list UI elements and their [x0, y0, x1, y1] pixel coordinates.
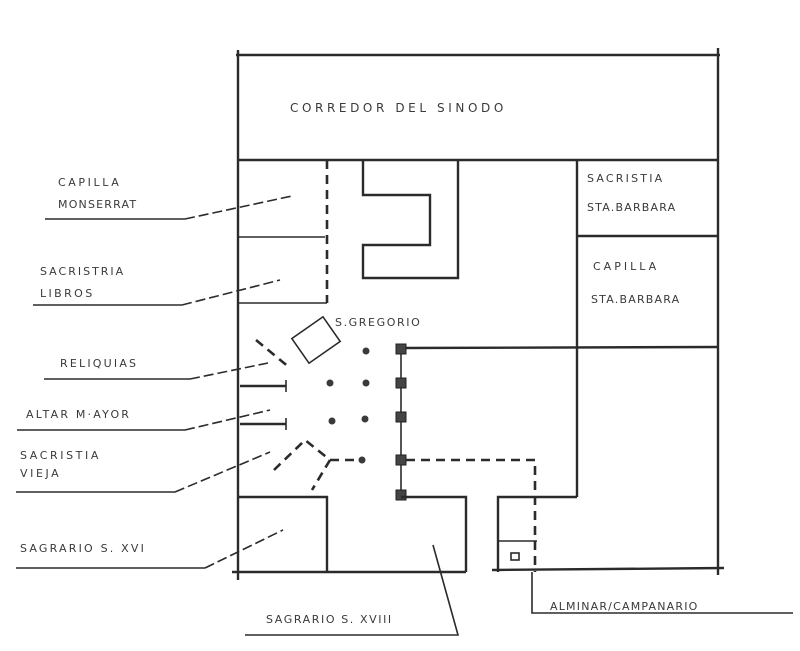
- callout-alminar-campanario: ALMINAR/CAMPANARIO: [550, 600, 699, 613]
- label-capilla-sta-barbara-2: STA.BARBARA: [591, 293, 681, 306]
- callout-sagrario-xvi: SAGRARIO S. XVI: [20, 542, 147, 555]
- apse: [240, 338, 360, 491]
- label-capilla-sta-barbara-1: CAPILLA: [593, 260, 660, 273]
- label-sacristia-sta-barbara-1: SACRISTIA: [587, 172, 665, 185]
- label-sacristia-sta-barbara-2: STA.BARBARA: [587, 201, 677, 214]
- upper-block: [361, 160, 460, 280]
- label-s-gregorio: S.GREGORIO: [335, 316, 422, 329]
- callout-altar-mayor: ALTAR M·AYOR: [26, 408, 132, 421]
- callout-sagrario-xviii: SAGRARIO S. XVIII: [266, 613, 393, 626]
- columns: [326, 347, 370, 464]
- label-corredor: CORREDOR DEL SINODO: [290, 101, 507, 115]
- alminar-room: [496, 495, 577, 572]
- s-gregorio-tomb: [290, 315, 342, 365]
- callout-sacristia-vieja-2: VIEJA: [20, 467, 62, 480]
- leader-lines: [16, 195, 793, 636]
- left-rooms: [238, 160, 329, 304]
- piers: [395, 343, 407, 501]
- outer-walls: [232, 48, 725, 580]
- callout-capilla-monserrat-1: CAPILLA: [58, 176, 122, 189]
- callout-sacristia-vieja-1: SACRISTIA: [20, 449, 101, 462]
- dashed-wall: [406, 458, 537, 572]
- callout-sacristia-libros-1: SACRISTRIA: [40, 265, 126, 278]
- callout-capilla-monserrat-2: MONSERRAT: [58, 198, 138, 211]
- callout-sacristia-libros-2: LIBROS: [40, 287, 95, 300]
- callout-reliquias: RELIQUIAS: [60, 357, 139, 370]
- sagrario-xviii-room: [401, 495, 468, 572]
- sagrario-xvi-room: [238, 495, 329, 572]
